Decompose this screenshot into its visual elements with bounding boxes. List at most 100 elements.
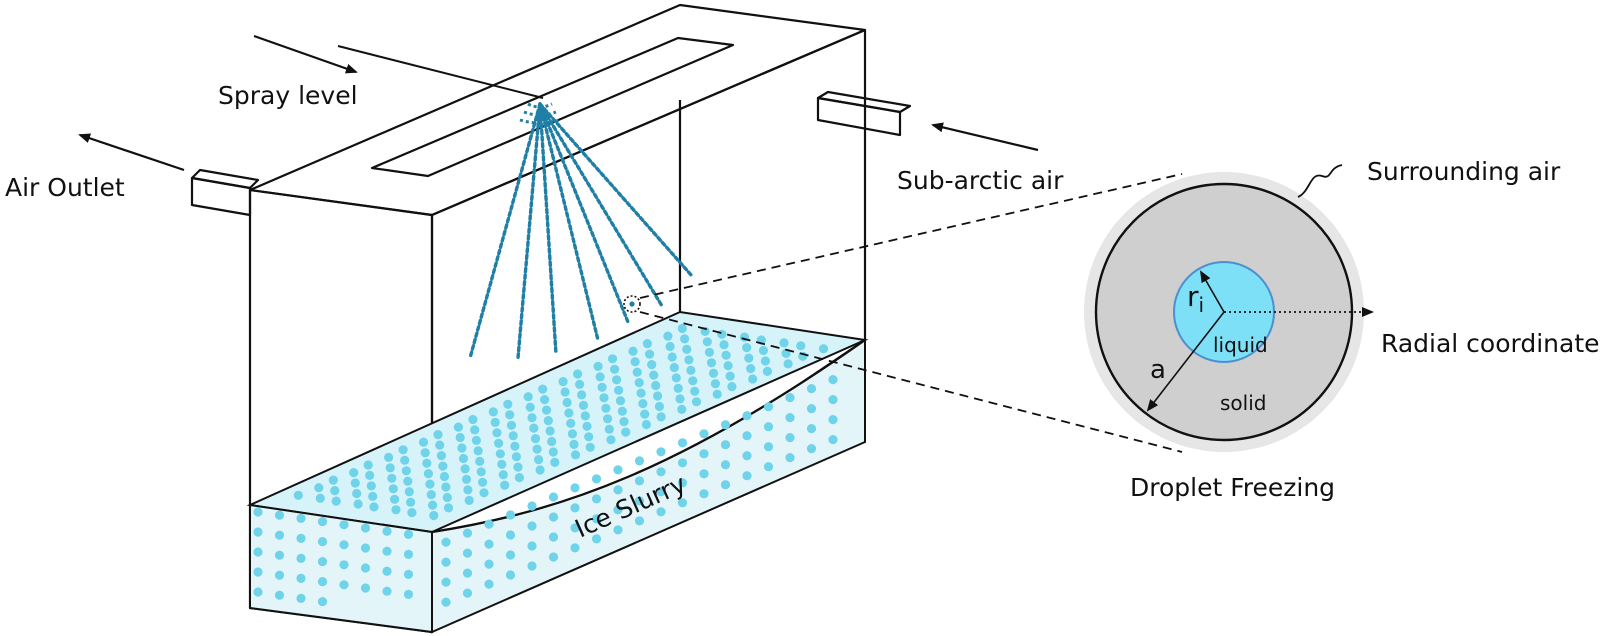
ice-particle (398, 445, 408, 455)
ice-particle (634, 456, 645, 466)
ice-particle (387, 473, 397, 483)
ice-particle (603, 414, 613, 424)
ice-particle (476, 467, 486, 477)
solid-label: solid (1220, 391, 1266, 415)
air-outlet-arrow (78, 133, 185, 172)
spray-stream (538, 102, 694, 278)
ice-particle (570, 450, 581, 460)
ice-particle (471, 435, 481, 445)
ice-particle (593, 361, 603, 371)
ice-particle (274, 530, 285, 540)
ice-particle (461, 474, 472, 484)
ice-particle (368, 491, 378, 501)
ice-particle (828, 435, 838, 445)
ice-particle (349, 468, 359, 478)
ice-particle (403, 589, 414, 600)
ice-particle (763, 422, 774, 432)
spray-stream (538, 102, 664, 308)
ice-particle (758, 345, 769, 356)
ice-particle (654, 401, 665, 412)
ice-particle (584, 432, 594, 442)
ice-particle (562, 397, 572, 408)
ice-particle (682, 344, 692, 354)
ice-particle (470, 425, 480, 435)
ice-particle (510, 441, 520, 451)
ice-particle (638, 399, 648, 409)
ice-particle (567, 429, 578, 439)
ice-particle (619, 417, 629, 427)
ice-particle (330, 486, 340, 496)
ice-particle (699, 489, 709, 499)
ice-particle (573, 369, 583, 379)
ice-particle (613, 505, 623, 515)
ice-particle (665, 341, 675, 352)
sub-arctic-air-arrow (931, 122, 1039, 152)
ice-particle (641, 419, 652, 430)
ice-particle (457, 443, 467, 453)
ice-particle (339, 540, 349, 550)
ice-particle (541, 405, 552, 415)
surrounding-air-leader (1297, 164, 1343, 198)
spray-stream (468, 102, 542, 360)
ice-particle (558, 377, 568, 387)
ice-particle (575, 379, 585, 389)
ice-particle (484, 539, 494, 549)
ice-particle (296, 533, 306, 544)
ice-particle (363, 460, 373, 470)
radial-coordinate-label: Radial coordinate (1381, 329, 1600, 358)
zoom-line-top (639, 173, 1183, 299)
ice-particle (688, 376, 698, 386)
ice-particle (680, 334, 690, 344)
ice-particle (570, 523, 580, 533)
ice-particle (614, 385, 624, 395)
ice-particle (407, 507, 417, 518)
ice-particle (540, 395, 550, 405)
ice-particle (760, 356, 771, 366)
spray-level-label: Spray level (218, 81, 358, 110)
ice-particle (391, 505, 401, 515)
ice-particle (699, 449, 709, 459)
ice-particle (315, 493, 325, 503)
ice-particle (656, 467, 666, 477)
ice-particle (719, 340, 729, 350)
ice-particle (677, 438, 688, 448)
ice-particle (828, 395, 838, 405)
ice-particle (604, 424, 614, 434)
ice-particle (677, 458, 688, 468)
ice-particle (488, 407, 498, 417)
ice-particle (779, 338, 789, 348)
ice-particle (828, 415, 838, 425)
ice-particle (360, 563, 371, 573)
ice-particle (418, 437, 429, 447)
droplet-marker-dot (629, 301, 635, 307)
ice-particle (497, 459, 507, 469)
ice-particle (686, 365, 696, 375)
inner-radius-symbol: r (1187, 280, 1199, 313)
ice-particle (634, 496, 645, 506)
ice-particle (401, 466, 411, 476)
ice-particle (475, 456, 485, 466)
inner-radius-subscript: i (1199, 293, 1205, 317)
ice-particle (442, 492, 452, 503)
ice-particle (253, 587, 263, 597)
ice-particle (632, 367, 642, 377)
ice-particle (570, 543, 580, 553)
ice-particle (390, 494, 400, 504)
ice-particle (353, 499, 363, 509)
ice-particle (742, 471, 752, 481)
ice-particle (388, 484, 398, 494)
ice-particle (591, 514, 602, 524)
spray-nozzle-arc (527, 102, 553, 109)
ice-particle (548, 552, 559, 562)
ice-particle (505, 570, 516, 580)
ice-particle (548, 447, 558, 457)
ice-particle (420, 448, 430, 458)
ice-particle (578, 400, 589, 410)
ice-particle (798, 351, 808, 361)
ice-particle (663, 331, 673, 341)
ice-particle (642, 339, 653, 349)
ice-particle (339, 560, 349, 570)
outer-radius-arrow (1146, 311, 1225, 412)
ice-particle (818, 344, 829, 354)
ice-particle (453, 422, 463, 432)
